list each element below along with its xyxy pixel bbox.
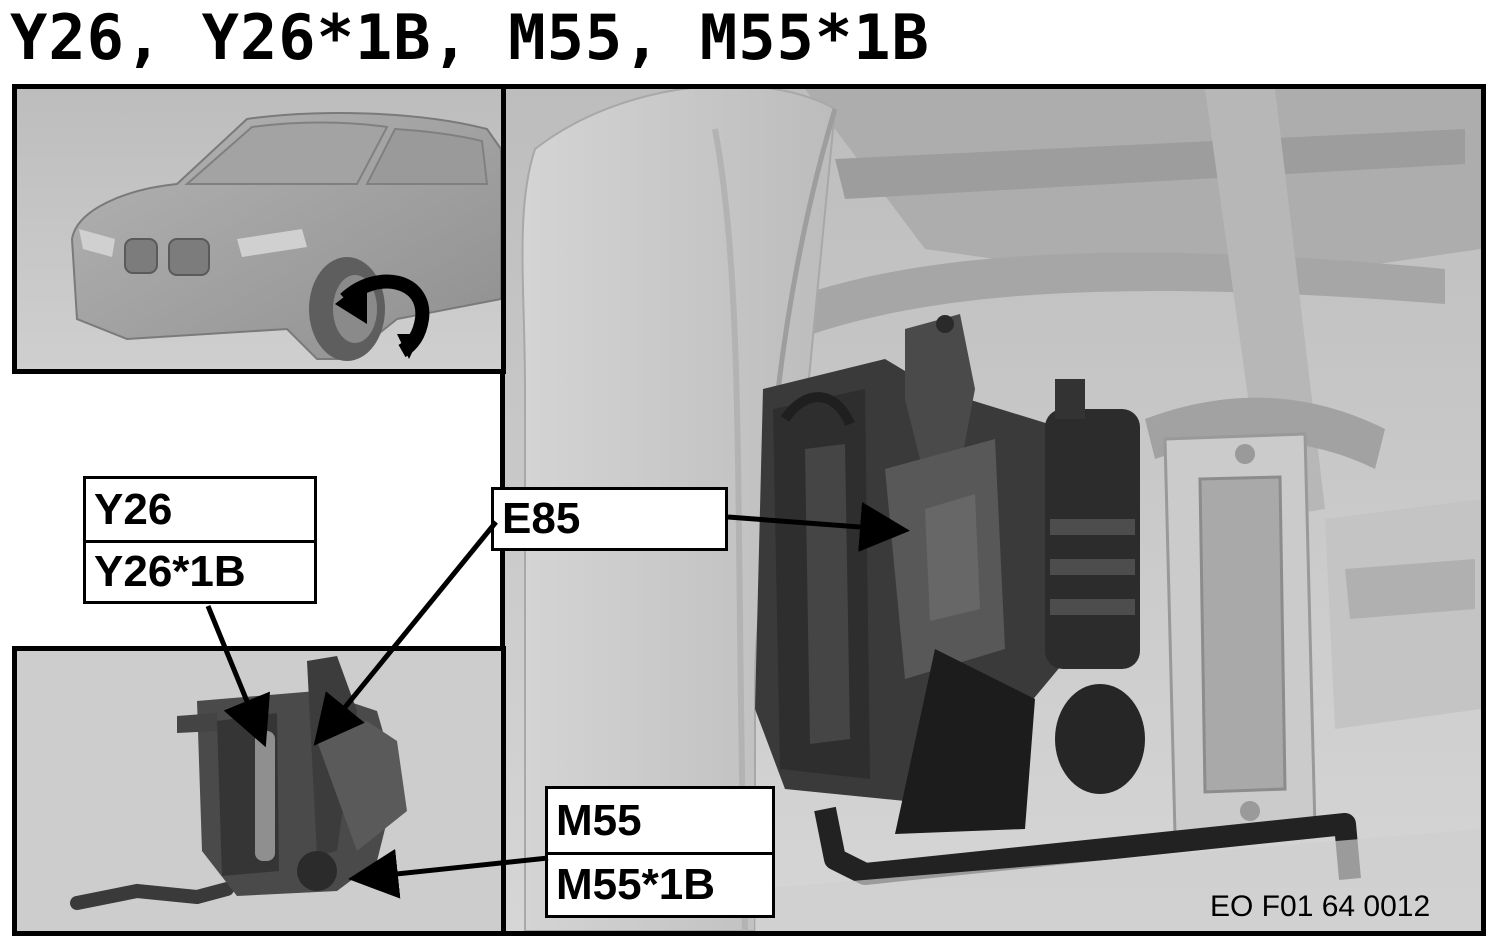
label-y26-line2: Y26*1B [86, 540, 314, 601]
label-m55-line2: M55*1B [548, 852, 772, 915]
label-m55: M55 M55*1B [545, 786, 775, 918]
label-y26-line1: Y26 [94, 484, 173, 534]
label-m55-line1: M55 [556, 795, 642, 845]
car-location-inset [12, 84, 506, 374]
component-closeup-inset [12, 646, 506, 936]
label-e85-line1: E85 [502, 494, 581, 543]
car-illustration [17, 89, 501, 369]
label-e85: E85 [491, 487, 728, 551]
page-title: Y26, Y26*1B, M55, M55*1B [10, 1, 930, 74]
component-illustration [17, 651, 501, 931]
label-y26: Y26 Y26*1B [83, 476, 317, 604]
figure-code: EO F01 64 0012 [1210, 890, 1431, 923]
